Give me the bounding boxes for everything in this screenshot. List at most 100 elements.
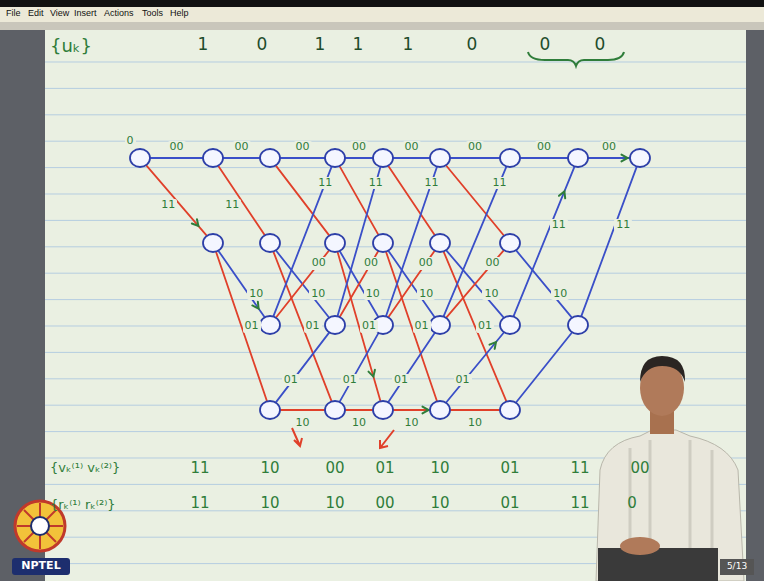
branch-output: 00 bbox=[600, 141, 618, 153]
input-bit: 1 bbox=[198, 35, 209, 54]
ruled-line bbox=[45, 405, 746, 406]
trellis-branch bbox=[446, 332, 505, 403]
branch-output: 01 bbox=[304, 320, 322, 332]
shirt bbox=[596, 430, 744, 581]
received-pair: 11 bbox=[570, 495, 589, 512]
branch-output: 00 bbox=[417, 257, 435, 269]
logo-center bbox=[31, 517, 49, 535]
branch-output: 00 bbox=[350, 141, 368, 153]
input-bit: 1 bbox=[403, 35, 414, 54]
menu-item: Insert bbox=[74, 9, 97, 19]
received-pair: 01 bbox=[500, 495, 519, 512]
direction-mark bbox=[252, 302, 258, 309]
trellis-branch bbox=[218, 250, 265, 317]
branch-output: 00 bbox=[535, 141, 553, 153]
trellis-branch bbox=[581, 166, 637, 316]
state-node bbox=[430, 234, 450, 252]
branch-output: 10 bbox=[309, 288, 327, 300]
branch-output: 10 bbox=[350, 417, 368, 429]
state-node bbox=[568, 149, 588, 167]
note-page bbox=[45, 30, 746, 581]
trellis-branch bbox=[276, 250, 330, 318]
lecturer bbox=[596, 356, 744, 581]
ruled-line bbox=[45, 114, 746, 115]
branch-output: 10 bbox=[403, 417, 421, 429]
branch-output: 00 bbox=[294, 141, 312, 153]
state-node bbox=[500, 234, 520, 252]
trellis-branch bbox=[392, 157, 431, 159]
branch-output: 11 bbox=[367, 177, 385, 189]
branch-output: 10 bbox=[247, 288, 265, 300]
trellis-branch bbox=[146, 165, 207, 236]
nptel-logo bbox=[12, 501, 70, 575]
red-arrow bbox=[292, 428, 302, 446]
trellis-branch bbox=[446, 250, 504, 318]
branch-output: 10 bbox=[364, 288, 382, 300]
trellis-branch bbox=[344, 157, 374, 159]
red-arrow bbox=[380, 430, 394, 448]
branch-output: 10 bbox=[466, 417, 484, 429]
state-node bbox=[260, 234, 280, 252]
branch-output: 11 bbox=[422, 177, 440, 189]
trellis-branch bbox=[216, 252, 267, 402]
trellis-branch bbox=[279, 157, 326, 159]
branch-output: 11 bbox=[614, 219, 632, 231]
ruled-line bbox=[45, 62, 746, 63]
toolbar bbox=[0, 22, 764, 30]
branch-output: 00 bbox=[168, 141, 186, 153]
codeword-pair: 10 bbox=[260, 460, 279, 477]
branch-output: 01 bbox=[282, 374, 300, 386]
input-bit: 0 bbox=[467, 35, 478, 54]
direction-mark bbox=[559, 191, 565, 198]
direction-mark bbox=[621, 155, 627, 162]
received-pair: 11 bbox=[190, 495, 209, 512]
state-node bbox=[500, 401, 520, 419]
logo-text: NPTEL bbox=[21, 560, 60, 572]
trellis-branch bbox=[339, 333, 378, 402]
state-node bbox=[500, 316, 520, 334]
trellis-branch bbox=[516, 332, 573, 403]
row-name: {vₖ⁽¹⁾ vₖ⁽²⁾} bbox=[50, 461, 120, 475]
menu-item: File bbox=[6, 9, 21, 19]
menu-item: Help bbox=[170, 9, 189, 19]
trellis-branch bbox=[388, 250, 435, 317]
state-node bbox=[325, 149, 345, 167]
branch-output: 11 bbox=[491, 177, 509, 189]
trellis-diagram bbox=[130, 149, 650, 419]
branch-output: 00 bbox=[362, 257, 380, 269]
trellis-branch bbox=[388, 250, 435, 317]
direction-mark bbox=[368, 370, 374, 377]
codeword-pair: 11 bbox=[190, 460, 209, 477]
row-name: {rₖ⁽¹⁾ rₖ⁽²⁾} bbox=[50, 498, 116, 512]
input-bit: 0 bbox=[257, 35, 268, 54]
trellis-branch bbox=[392, 409, 431, 411]
state-node bbox=[430, 149, 450, 167]
pointer-arrows bbox=[292, 428, 394, 448]
trellis-branch bbox=[276, 250, 330, 318]
hand bbox=[620, 537, 660, 555]
tablet bbox=[598, 548, 718, 581]
underbrace bbox=[528, 52, 624, 66]
title-bar bbox=[0, 0, 764, 7]
branch-output: 01 bbox=[341, 374, 359, 386]
branch-output: 11 bbox=[223, 199, 241, 211]
trellis-branch bbox=[388, 165, 435, 235]
input-bit: 0 bbox=[595, 35, 606, 54]
received-pair: 0 bbox=[627, 495, 637, 512]
direction-mark bbox=[192, 219, 199, 226]
state-label: 0 bbox=[125, 135, 136, 147]
state-node bbox=[203, 234, 223, 252]
branch-output: 10 bbox=[294, 417, 312, 429]
codeword-pair: 11 bbox=[570, 460, 589, 477]
trellis-branch bbox=[218, 165, 265, 235]
trellis-branch bbox=[446, 250, 504, 318]
branch-output: 11 bbox=[316, 177, 334, 189]
menu-bar bbox=[0, 7, 764, 22]
codeword-pair: 01 bbox=[500, 460, 519, 477]
branch-output: 00 bbox=[403, 141, 421, 153]
branch-output: 01 bbox=[413, 320, 431, 332]
ruled-line bbox=[45, 141, 746, 142]
counter-box bbox=[720, 559, 754, 575]
slide-counter: 5/13 bbox=[727, 562, 747, 572]
